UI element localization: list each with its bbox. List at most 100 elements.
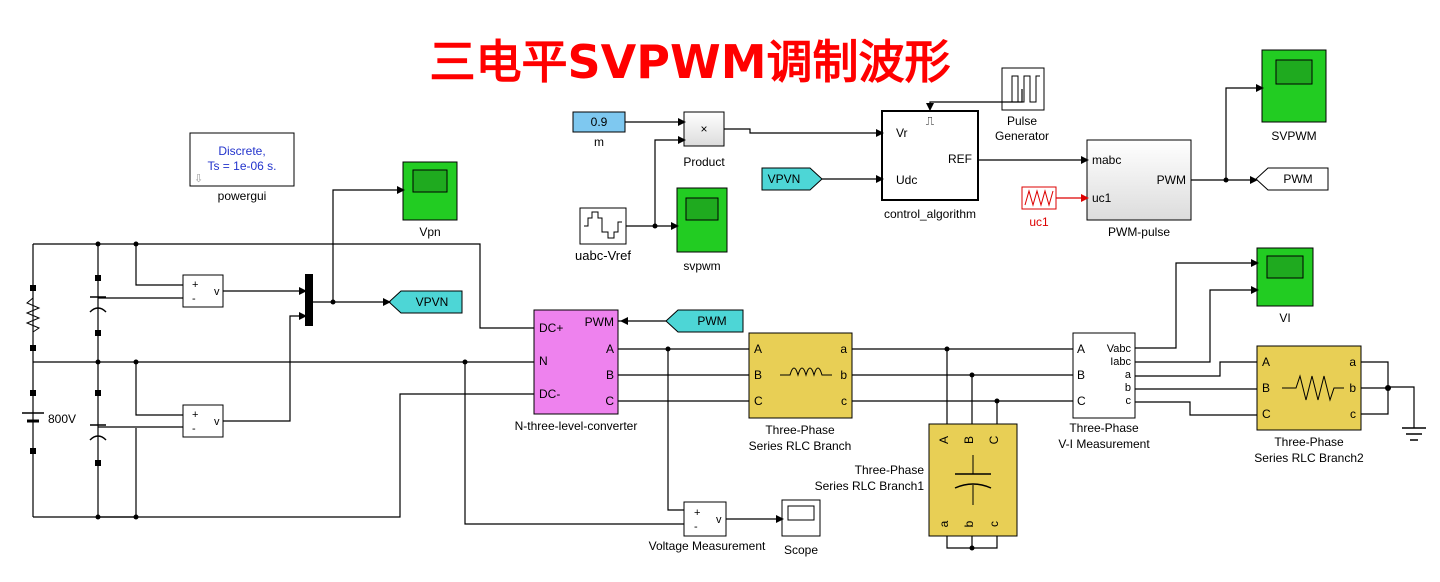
- resistor-icon: [25, 297, 41, 333]
- converter-name: N-three-level-converter: [515, 419, 638, 433]
- rlc1-in-b: B: [754, 368, 762, 382]
- rlc-cap-ao: a: [937, 520, 951, 527]
- vm3-name: Voltage Measurement: [649, 539, 766, 553]
- rlc-branch-block[interactable]: A B C a b c Three-Phase Series RLC Branc…: [748, 332, 853, 453]
- vm3-minus: -: [694, 521, 698, 533]
- inductor-icon: [780, 367, 832, 377]
- pulse-generator-block[interactable]: Pulse Generator: [995, 67, 1049, 143]
- converter-pwm: PWM: [585, 315, 614, 329]
- vm1-v: v: [214, 286, 220, 298]
- rlc1-in-c: C: [754, 394, 763, 408]
- vi-out-b: b: [1125, 382, 1131, 394]
- capacitor-icon: [954, 455, 992, 505]
- powergui-arrow-icon: ⇩: [194, 173, 203, 185]
- product-block[interactable]: × Product: [683, 111, 725, 169]
- rlc1-in-a: A: [754, 342, 762, 356]
- control-name: control_algorithm: [884, 207, 976, 221]
- three-level-converter-block[interactable]: DC+ N DC- PWM A B C N-three-level-conver…: [515, 309, 638, 433]
- vi-out-vabc: Vabc: [1107, 343, 1132, 355]
- voltage-measurement-3-block[interactable]: + - v Voltage Measurement: [649, 501, 766, 553]
- vpvn-goto-label: VPVN: [416, 295, 449, 309]
- rlc1-out-a: a: [840, 342, 847, 356]
- vi-out-c: c: [1126, 395, 1132, 407]
- rlc2-out-a: a: [1349, 355, 1356, 369]
- rlc1-out-c: c: [841, 394, 847, 408]
- ground-icon: [1388, 386, 1426, 441]
- uc1-source-block[interactable]: uc1: [1021, 186, 1057, 229]
- pwm-pulse-name: PWM-pulse: [1108, 225, 1170, 239]
- rlc2-name1: Three-Phase: [1274, 435, 1344, 449]
- control-wires: [625, 84, 1264, 230]
- powergui-block[interactable]: Discrete, Ts = 1e-06 s. ⇩ powergui: [189, 132, 295, 203]
- converter-c: C: [605, 394, 614, 408]
- svpwm-scope-block[interactable]: svpwm: [676, 187, 728, 273]
- product-name: Product: [683, 155, 725, 169]
- rlc1-name1: Three-Phase: [765, 423, 835, 437]
- vpn-scope-name: Vpn: [419, 225, 440, 239]
- vm2-v: v: [214, 416, 220, 428]
- resistor-icon: [1282, 374, 1344, 402]
- vpvn-goto-block[interactable]: VPVN: [388, 290, 463, 314]
- rlc-branch1-block[interactable]: A B C a b c Three-Phase Series RLC Branc…: [815, 423, 1018, 537]
- voltage-measurement-1-block[interactable]: + - v: [182, 274, 224, 308]
- vm3-plus: +: [694, 507, 700, 519]
- rlc2-out-b: b: [1349, 381, 1356, 395]
- scope-block[interactable]: Scope: [781, 499, 821, 557]
- pulse-wave-icon: [1008, 75, 1040, 103]
- converter-dcp: DC+: [539, 321, 563, 335]
- control-in-vr: Vr: [896, 126, 908, 140]
- pwm-pulse-out: PWM: [1157, 173, 1186, 187]
- uabc-vref-block[interactable]: uabc-Vref: [575, 207, 631, 263]
- triangle-wave-icon: [1024, 189, 1054, 207]
- vi-scope-name: VI: [1279, 311, 1290, 325]
- converter-n: N: [539, 354, 548, 368]
- vi-measurement-block[interactable]: A B C Vabc Iabc a b c Three-Phase V-I Me…: [1058, 332, 1150, 451]
- vpn-scope-block[interactable]: Vpn: [402, 161, 458, 239]
- rlc-cap-c: C: [987, 435, 1001, 444]
- vi-scope-block[interactable]: VI: [1256, 247, 1314, 325]
- vm3-v: v: [716, 514, 722, 526]
- mux-bar[interactable]: [305, 274, 313, 326]
- vi-in-c: C: [1077, 394, 1086, 408]
- control-algorithm-block[interactable]: Vr Udc REF ⎍ control_algorithm: [881, 110, 979, 221]
- vm2-plus: +: [192, 409, 198, 421]
- rlc-cap-b: B: [962, 436, 976, 444]
- vi-in-b: B: [1077, 368, 1085, 382]
- pwm-pulse-in-mabc: mabc: [1092, 153, 1121, 167]
- trigger-icon: ⎍: [926, 114, 935, 128]
- scope-name: Scope: [784, 543, 818, 557]
- powergui-name: powergui: [218, 189, 267, 203]
- constant-m-name: m: [594, 135, 604, 149]
- rlc2-in-b: B: [1262, 381, 1270, 395]
- uc1-name: uc1: [1029, 215, 1049, 229]
- page-title: 三电平SVPWM调制波形: [430, 35, 951, 89]
- dc-source-column: 800V: [22, 244, 76, 517]
- vi-name2: V-I Measurement: [1058, 437, 1150, 451]
- powergui-line1: Discrete,: [218, 144, 265, 158]
- constant-m-block[interactable]: 0.9 m: [572, 111, 626, 149]
- rlc-cap-name2: Series RLC Branch1: [815, 479, 925, 493]
- vpvn-from-block[interactable]: VPVN: [761, 167, 823, 191]
- uabc-vref-name: uabc-Vref: [575, 248, 631, 263]
- vpvn-from-label: VPVN: [768, 172, 801, 186]
- vm1-plus: +: [192, 279, 198, 291]
- dc-source-label: 800V: [48, 412, 76, 426]
- svpwm-out-scope-block[interactable]: SVPWM: [1261, 49, 1327, 143]
- pwm-from-label: PWM: [697, 314, 726, 328]
- vi-name1: Three-Phase: [1069, 421, 1139, 435]
- control-in-udc: Udc: [896, 173, 917, 187]
- rlc2-out-c: c: [1350, 407, 1356, 421]
- rlc-branch2-block[interactable]: A B C a b c Three-Phase Series RLC Branc…: [1254, 345, 1364, 465]
- staircase-wave-icon: [584, 211, 622, 239]
- voltage-measurement-2-block[interactable]: + - v: [182, 404, 224, 438]
- rlc2-name2: Series RLC Branch2: [1254, 451, 1364, 465]
- pwm-from-block[interactable]: PWM: [665, 309, 744, 333]
- rlc1-out-b: b: [840, 368, 847, 382]
- vi-out-iabc: Iabc: [1110, 356, 1131, 368]
- svpwm-out-scope-name: SVPWM: [1271, 129, 1316, 143]
- pulse-gen-name1: Pulse: [1007, 114, 1037, 128]
- converter-dcm: DC-: [539, 387, 560, 401]
- pwm-pulse-block[interactable]: mabc uc1 PWM PWM-pulse: [1086, 139, 1192, 239]
- pwm-goto-block[interactable]: PWM: [1255, 167, 1329, 191]
